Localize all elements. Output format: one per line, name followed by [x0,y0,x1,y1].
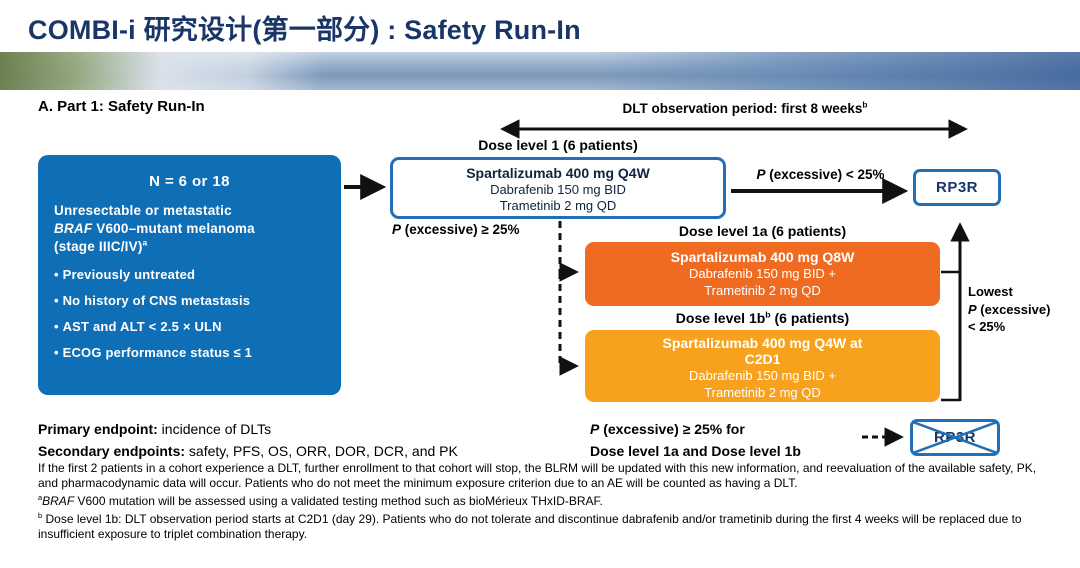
patient-criteria-box: N = 6 or 18 Unresectable or metastatic B… [38,155,341,395]
dose1b-label-superscript: b [765,309,771,320]
footnote-b-text: Dose level 1b: DLT observation period st… [38,512,1022,542]
page-title: COMBI-i 研究设计(第一部分) : Safety Run-In [28,15,581,45]
rp3r-crossed-box: RP3R [910,419,1000,456]
dose1a-drug-line: Trametinib 2 mg QD [704,283,821,299]
p-ge-text: (excessive) ≥ 25% [401,222,520,237]
p-ge-for-doselevels-label: P (excessive) ≥ 25% for Dose level 1a an… [590,418,801,463]
criteria-bullet: ECOG performance status ≤ 1 [54,345,325,360]
footnote-b: b Dose level 1b: DLT observation period … [38,512,1048,542]
p-ge-for-line1: P (excessive) ≥ 25% for [590,418,801,440]
p-symbol: P [756,167,766,182]
dose-level-1b-label: Dose level 1bb (6 patients) [585,310,940,326]
dashed-arrow-dose1-to-dose1b [558,272,579,376]
criteria-bullet-text: Previously untreated [62,267,196,283]
dose-level-1b-box: Spartalizumab 400 mg Q4W at C2D1 Dabrafe… [585,330,940,402]
banner-image [0,52,1080,90]
patient-description: Unresectable or metastatic BRAF V600–mut… [54,202,325,256]
dose-level-1-label: Dose level 1 (6 patients) [478,137,638,153]
dose1a-drug-line: Spartalizumab 400 mg Q8W [670,249,855,265]
dose1b-drug-line: Spartalizumab 400 mg Q4W at [662,335,863,351]
desc-gene-italic: BRAF [54,221,93,237]
dose-level-1a-label: Dose level 1a (6 patients) [678,223,847,239]
dose1-drug-line: Spartalizumab 400 mg Q4W [466,165,650,181]
desc-superscript: a [142,237,148,248]
criteria-bullet-text: AST and ALT < 2.5 × ULN [62,319,222,335]
lowest-line1: Lowest [968,284,1013,299]
footnotes: If the first 2 patients in a cohort expe… [38,461,1048,546]
dlt-observation-label: DLT observation period: first 8 weeksb [520,99,970,116]
n-label: N = 6 or 18 [149,173,230,190]
dlt-observation-superscript: b [862,99,868,110]
desc-line2-rest: V600–mutant melanoma [92,221,255,237]
criteria-bullet-text: No history of CNS metastasis [62,293,251,309]
dose1b-drug-line: Dabrafenib 150 mg BID + [688,368,837,384]
dose1b-drug-line: C2D1 [744,351,781,368]
p-symbol: P [392,222,402,237]
secondary-endpoint-text: safety, PFS, OS, ORR, DOR, DCR, and PK [185,443,458,460]
dose1-drug-line: Dabrafenib 150 mg BID [490,182,626,197]
dose-level-1a-box: Spartalizumab 400 mg Q8W Dabrafenib 150 … [585,242,940,306]
dose1b-label-post: (6 patients) [770,310,850,326]
secondary-endpoint-line: Secondary endpoints: safety, PFS, OS, OR… [38,440,458,462]
p-ge-for-line2: Dose level 1a and Dose level 1b [590,443,801,460]
dose1b-drug-line: Trametinib 2 mg QD [704,385,821,401]
p-symbol: P [968,301,977,317]
footnote-b-superscript: b [38,511,43,521]
lowest-p-label: Lowest P (excessive) < 25% [968,283,1050,336]
dose1a-drug-line: Dabrafenib 150 mg BID + [688,266,837,282]
footnote-a-gene-italic: BRAF [42,494,75,509]
lowest-line3: < 25% [968,319,1006,335]
section-title: A. Part 1: Safety Run-In [38,98,205,115]
dose-level-1-box: Spartalizumab 400 mg Q4W Dabrafenib 150 … [390,157,726,219]
dashed-arrow-dose1-to-dose1a [558,221,579,282]
footnote-a-superscript: a [38,493,43,503]
criteria-bullet-text: ECOG performance status ≤ 1 [62,345,253,361]
primary-endpoint-label: Primary endpoint: [38,421,158,437]
p-ge-for-rest: (excessive) ≥ 25% for [599,421,745,437]
desc-line1: Unresectable or metastatic [54,203,232,218]
footnote-a: aBRAF V600 mutation will be assessed usi… [38,494,1048,509]
p-excessive-ge-label: P (excessive) ≥ 25% [392,222,520,237]
rp3r-box: RP3R [913,169,1001,206]
criteria-bullet: AST and ALT < 2.5 × ULN [54,319,325,334]
lowest-line2-rest: (excessive) [976,301,1051,317]
p-symbol: P [590,421,600,437]
p-excessive-less-label: P (excessive) < 25% [733,167,908,182]
p-less-text: (excessive) < 25% [765,167,885,182]
criteria-bullet: No history of CNS metastasis [54,293,325,308]
criteria-bullet: Previously untreated [54,267,325,282]
primary-endpoint-text: incidence of DLTs [157,421,272,437]
rp3r-label: RP3R [935,179,978,196]
dlt-observation-text: DLT observation period: first 8 weeks [622,101,863,116]
footnote-a-text: V600 mutation will be assessed using a v… [74,494,603,509]
dose1b-label-pre: Dose level 1b [675,310,766,326]
footnote-general: If the first 2 patients in a cohort expe… [38,461,1037,491]
cross-out-icon [913,422,997,453]
primary-endpoint-line: Primary endpoint: incidence of DLTs [38,418,458,440]
secondary-endpoint-label: Secondary endpoints: [38,443,186,460]
dose1-drug-line: Trametinib 2 mg QD [499,198,617,213]
desc-line3: (stage IIIC/IV) [54,239,143,255]
endpoints-block: Primary endpoint: incidence of DLTs Seco… [38,418,458,463]
